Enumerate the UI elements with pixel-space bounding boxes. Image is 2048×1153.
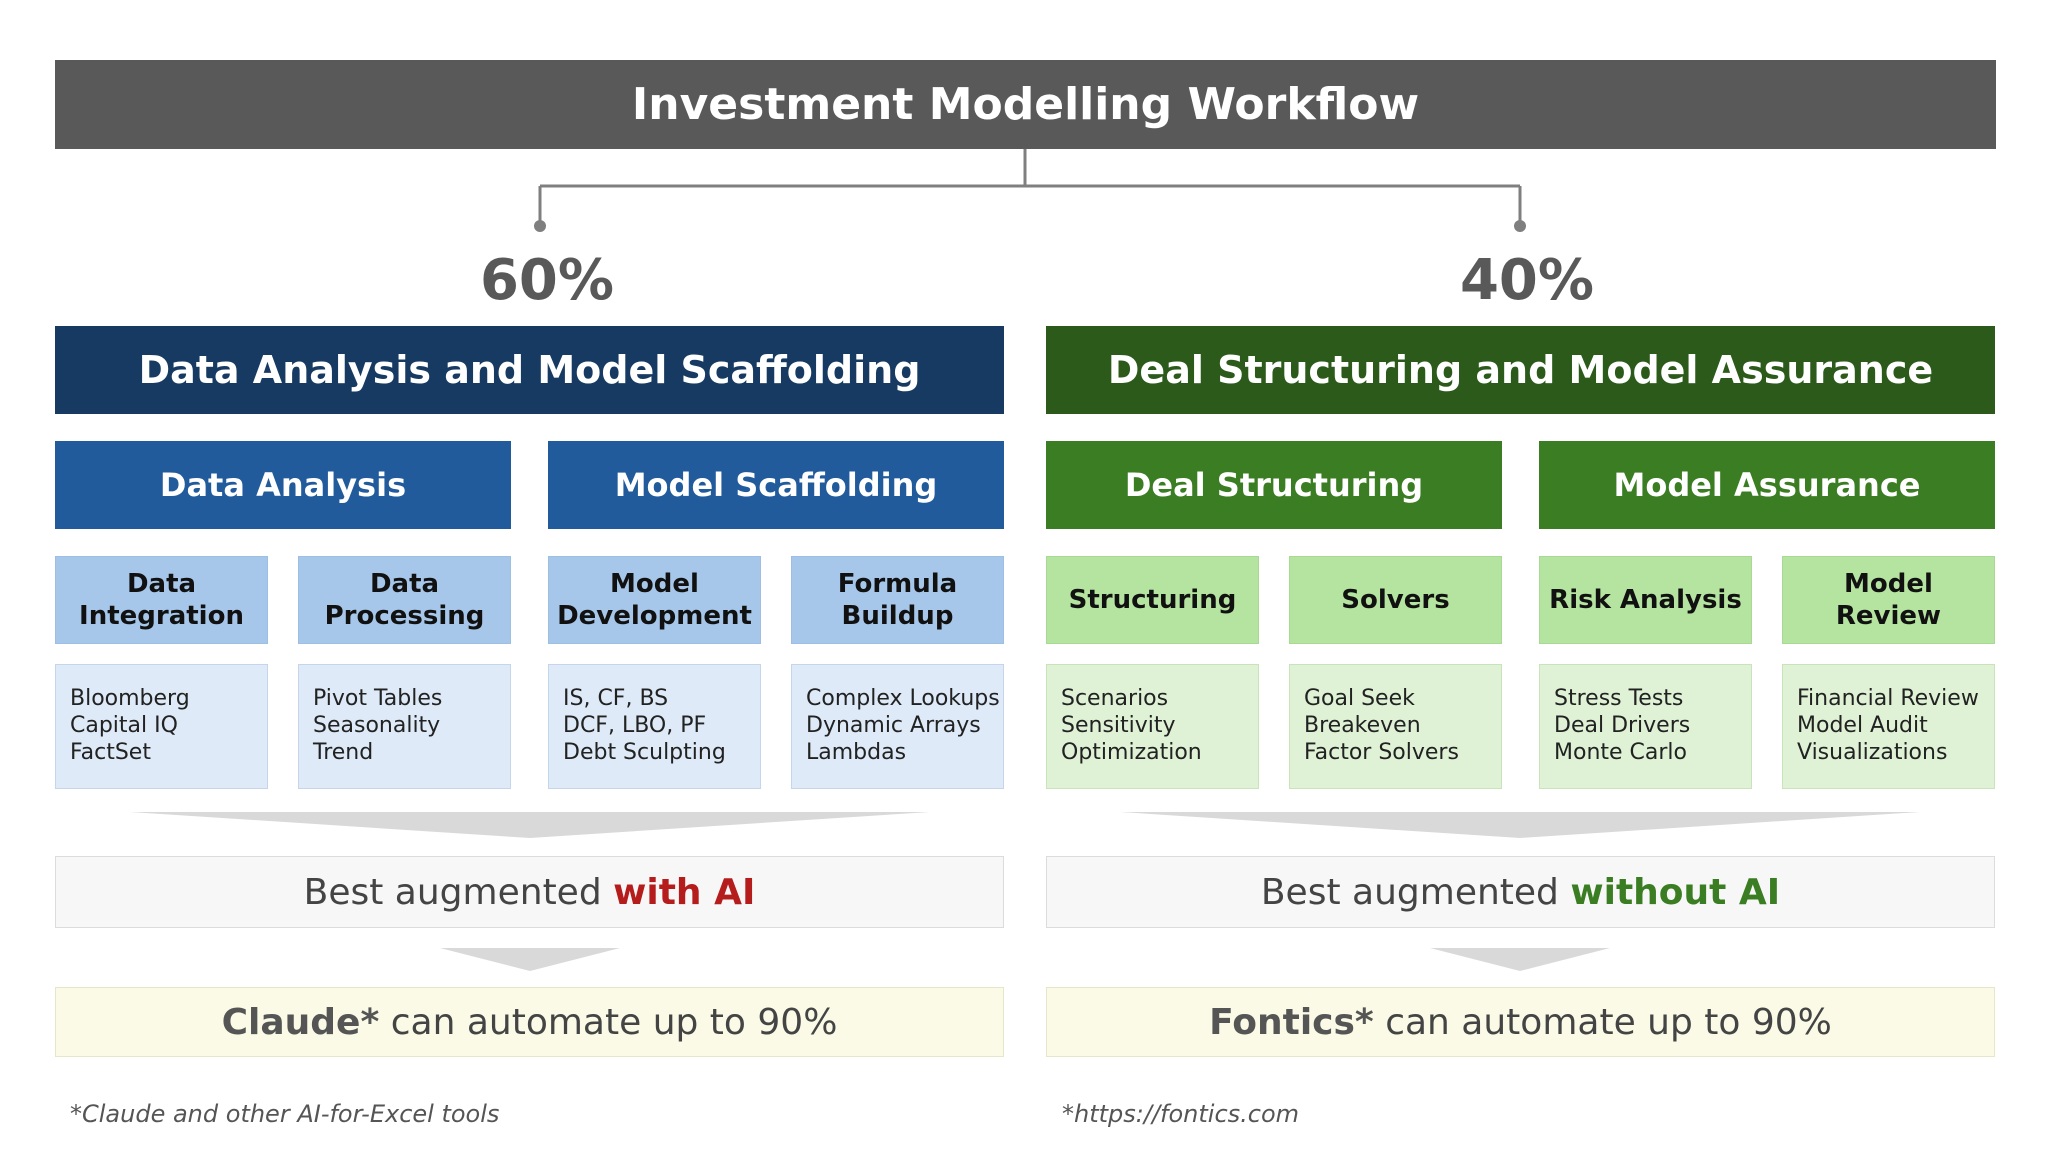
list-item: Trend (313, 740, 374, 765)
page-title: Investment Modelling Workflow (55, 60, 1996, 149)
list-item: Dynamic Arrays (806, 713, 981, 738)
list-item: Optimization (1061, 740, 1202, 765)
list-item: DCF, LBO, PF (563, 713, 707, 738)
items-model-review: Financial Review Model Audit Visualizati… (1782, 664, 1995, 789)
verdict-emphasis-with-ai: with AI (613, 871, 756, 913)
branch-header-right: Deal Structuring and Model Assurance (1046, 326, 1995, 414)
category-model-review: Model Review (1782, 556, 1995, 644)
list-item: Stress Tests (1554, 686, 1684, 711)
category-line: Formula (837, 569, 958, 599)
connector-dot-left (534, 220, 546, 232)
category-line: Buildup (841, 601, 954, 631)
items-formula-buildup: Complex Lookups Dynamic Arrays Lambdas (791, 664, 1004, 789)
category-structuring: Structuring (1046, 556, 1259, 644)
automation-tool-claude: Claude* (221, 1001, 380, 1043)
connector-dot-right (1514, 220, 1526, 232)
category-line: Development (557, 601, 752, 631)
list-item: Model Audit (1797, 713, 1928, 738)
arrow-wedge-right (1430, 948, 1610, 971)
automation-right: Fontics* can automate up to 90% (1046, 987, 1995, 1057)
items-structuring: Scenarios Sensitivity Optimization (1046, 664, 1259, 789)
subheader-data-analysis: Data Analysis (55, 441, 511, 529)
list-item: Bloomberg (70, 686, 190, 711)
percent-right: 40% (1459, 247, 1595, 313)
list-item: Sensitivity (1061, 713, 1176, 738)
list-item: Goal Seek (1304, 686, 1415, 711)
funnel-wedge-left (130, 812, 930, 838)
subheader-deal-structuring: Deal Structuring (1046, 441, 1502, 529)
category-line: Model (610, 569, 699, 599)
branch-header-left: Data Analysis and Model Scaffolding (55, 326, 1004, 414)
list-item: Financial Review (1797, 686, 1979, 711)
list-item: Pivot Tables (313, 686, 443, 711)
automation-tool-fontics: Fontics* (1209, 1001, 1374, 1043)
automation-left: Claude* can automate up to 90% (55, 987, 1004, 1057)
category-line: Integration (79, 601, 244, 631)
list-item: FactSet (70, 740, 151, 765)
list-item: Debt Sculpting (563, 740, 726, 765)
automation-text: can automate up to 90% (1373, 1001, 1832, 1043)
list-item: Lambdas (806, 740, 907, 765)
items-data-processing: Pivot Tables Seasonality Trend (298, 664, 511, 789)
verdict-left: Best augmented with AI (55, 856, 1004, 928)
category-line: Processing (324, 601, 485, 631)
list-item: Monte Carlo (1554, 740, 1687, 765)
list-item: Complex Lookups (806, 686, 1000, 711)
subheader-model-assurance: Model Assurance (1539, 441, 1995, 529)
verdict-right: Best augmented without AI (1046, 856, 1995, 928)
list-item: Capital IQ (70, 713, 178, 738)
list-item: Breakeven (1304, 713, 1421, 738)
percent-left: 60% (479, 247, 615, 313)
items-risk-analysis: Stress Tests Deal Drivers Monte Carlo (1539, 664, 1752, 789)
tree-connector (538, 149, 1522, 224)
category-solvers: Solvers (1289, 556, 1502, 644)
list-item: Scenarios (1061, 686, 1169, 711)
arrow-wedge-left (440, 948, 620, 971)
automation-text: can automate up to 90% (379, 1001, 838, 1043)
verdict-prefix: Best augmented (1260, 871, 1571, 913)
category-risk-analysis: Risk Analysis (1539, 556, 1752, 644)
funnel-wedge-right (1120, 812, 1920, 838)
list-item: IS, CF, BS (563, 686, 669, 711)
list-item: Deal Drivers (1554, 713, 1691, 738)
items-solvers: Goal Seek Breakeven Factor Solvers (1289, 664, 1502, 789)
category-line: Data (126, 569, 197, 599)
list-item: Seasonality (313, 713, 441, 738)
list-item: Factor Solvers (1304, 740, 1459, 765)
items-data-integration: Bloomberg Capital IQ FactSet (55, 664, 268, 789)
category-line: Data (369, 569, 440, 599)
verdict-prefix: Best augmented (303, 871, 614, 913)
list-item: Visualizations (1797, 740, 1948, 765)
items-model-development: IS, CF, BS DCF, LBO, PF Debt Sculpting (548, 664, 761, 789)
verdict-emphasis-without-ai: without AI (1570, 871, 1781, 913)
footnote-right: *https://fontics.com (1062, 1100, 1300, 1128)
subheader-model-scaffolding: Model Scaffolding (548, 441, 1004, 529)
footnote-left: *Claude and other AI-for-Excel tools (70, 1100, 500, 1128)
